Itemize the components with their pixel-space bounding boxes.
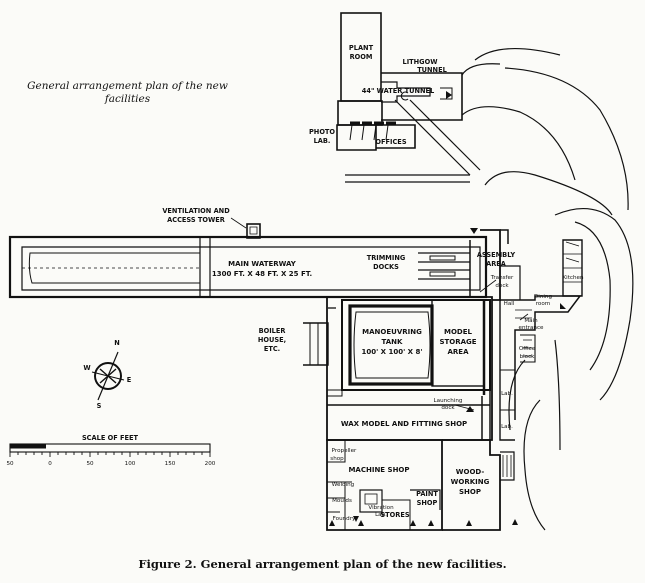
trimming-docks-label-1: TRIMMING <box>367 254 406 262</box>
top-caption: General arrangement plan of the new faci… <box>20 80 235 106</box>
scale-tick-label: 150 <box>165 461 176 467</box>
hall-label: Hall <box>504 301 515 307</box>
compass-e: E <box>127 376 132 384</box>
leader-lines <box>230 217 529 411</box>
model-storage-label-1: MODEL <box>444 328 473 336</box>
paint-shop-label-2: SHOP <box>417 499 438 507</box>
welding-label: Welding <box>332 482 355 488</box>
lithgow-label-2: TUNNEL <box>417 66 447 74</box>
manoeuvring-label-3: 100' X 100' X 8' <box>361 348 422 356</box>
manoeuvring-label-2: TANK <box>382 338 404 346</box>
model-storage-label-2: STORAGE <box>439 338 476 346</box>
main-waterway-label-1: MAIN WATERWAY <box>228 260 297 268</box>
scale-tick-label: 100 <box>125 461 136 467</box>
scale-tick-label: 0 <box>48 461 52 467</box>
road-network <box>345 48 634 531</box>
photo-lab-label-1: PHOTO <box>309 128 335 136</box>
offices-label: OFFICES <box>375 138 406 146</box>
scale-tick-label: 50 <box>86 461 94 467</box>
office-block-label-1: Office <box>519 346 536 352</box>
wax-model-label: WAX MODEL AND FITTING SHOP <box>341 420 467 428</box>
assembly-label-1: ASSEMBLY <box>477 251 516 259</box>
woodworking-label-1: WOOD- <box>456 468 485 476</box>
kitchen-block <box>562 239 583 297</box>
trimming-docks <box>418 252 470 280</box>
transfer-dock-label-2: dock <box>495 283 509 289</box>
plant-room-label-2: ROOM <box>350 53 373 61</box>
model-storage-label-3: AREA <box>447 348 469 356</box>
entry-markers <box>329 91 566 526</box>
boiler-label-2: HOUSE, <box>258 336 286 344</box>
water-tunnel-label: 44" WATER TUNNEL <box>362 87 435 95</box>
main-entrance-label-2: entrance <box>519 325 545 331</box>
workshops <box>326 420 515 531</box>
lab-label-1: Lab. <box>501 391 513 397</box>
vent-tower-label-1: VENTILATION AND <box>162 207 230 215</box>
propeller-label-1: Propeller <box>332 448 357 454</box>
propeller-label-2: shop <box>330 456 344 462</box>
moulds-label: Moulds <box>332 498 352 504</box>
trimming-docks-label-2: DOCKS <box>373 263 399 271</box>
manoeuvring-label-1: MANOEUVRING <box>362 328 422 336</box>
main-entrance-label-1: Main <box>524 318 538 324</box>
compass-rose <box>91 351 125 401</box>
woodworking-label-3: SHOP <box>459 488 481 496</box>
launching-label-1: Launching <box>434 398 463 404</box>
figure-caption: Figure 2. General arrangement plan of th… <box>138 557 507 571</box>
office-block-label-2: block <box>520 354 536 360</box>
scale-title: SCALE OF FEET <box>82 434 139 442</box>
foundry-label: Foundry <box>333 516 356 522</box>
compass-s: S <box>97 402 102 410</box>
paint-shop-label-1: PAINT <box>416 490 438 498</box>
top-caption-line-1: General arrangement plan of the new <box>27 80 228 92</box>
assembly-label-2: AREA <box>486 260 507 268</box>
kitchen-label: Kitchen <box>562 275 583 281</box>
manoeuvring-tank-block <box>326 296 493 441</box>
main-waterway <box>8 223 488 299</box>
top-caption-line-2: facilities <box>104 93 151 105</box>
photo-lab-label-2: LAB. <box>314 137 331 145</box>
compass-n: N <box>114 339 120 347</box>
transfer-dock-label-1: Transfer <box>490 275 514 281</box>
dining-label-2: room <box>536 301 550 307</box>
boiler-house <box>303 307 336 366</box>
scale-bar <box>9 443 211 453</box>
lithgow-label-1: LITHGOW <box>403 58 439 66</box>
machine-shop-label: MACHINE SHOP <box>348 466 409 474</box>
launching-label-2: dock <box>441 405 455 411</box>
plant-room-building <box>337 12 383 126</box>
stores-label: STORES <box>380 511 409 519</box>
office-block <box>499 295 582 441</box>
assembly-area <box>480 229 521 301</box>
lithgow-tunnel-building <box>336 72 463 151</box>
main-waterway-label-2: 1300 FT. X 48 FT. X 25 FT. <box>212 270 312 278</box>
scale-tick-label: 50 <box>6 461 14 467</box>
plant-room-label-1: PLANT <box>349 44 374 52</box>
dining-label-1: Dining <box>534 294 553 300</box>
vibration-label-2: Lab. <box>375 512 387 518</box>
boiler-label-1: BOILER <box>259 327 286 335</box>
woodworking-label-2: WORKING <box>451 478 490 486</box>
scale-tick-label: 200 <box>205 461 216 467</box>
boiler-label-3: ETC. <box>264 345 280 353</box>
vent-tower-label-2: ACCESS TOWER <box>167 216 225 224</box>
compass-w: W <box>83 364 91 372</box>
vibration-label-1: Vibration <box>368 505 394 511</box>
lab-label-2: Lab. <box>501 424 513 430</box>
